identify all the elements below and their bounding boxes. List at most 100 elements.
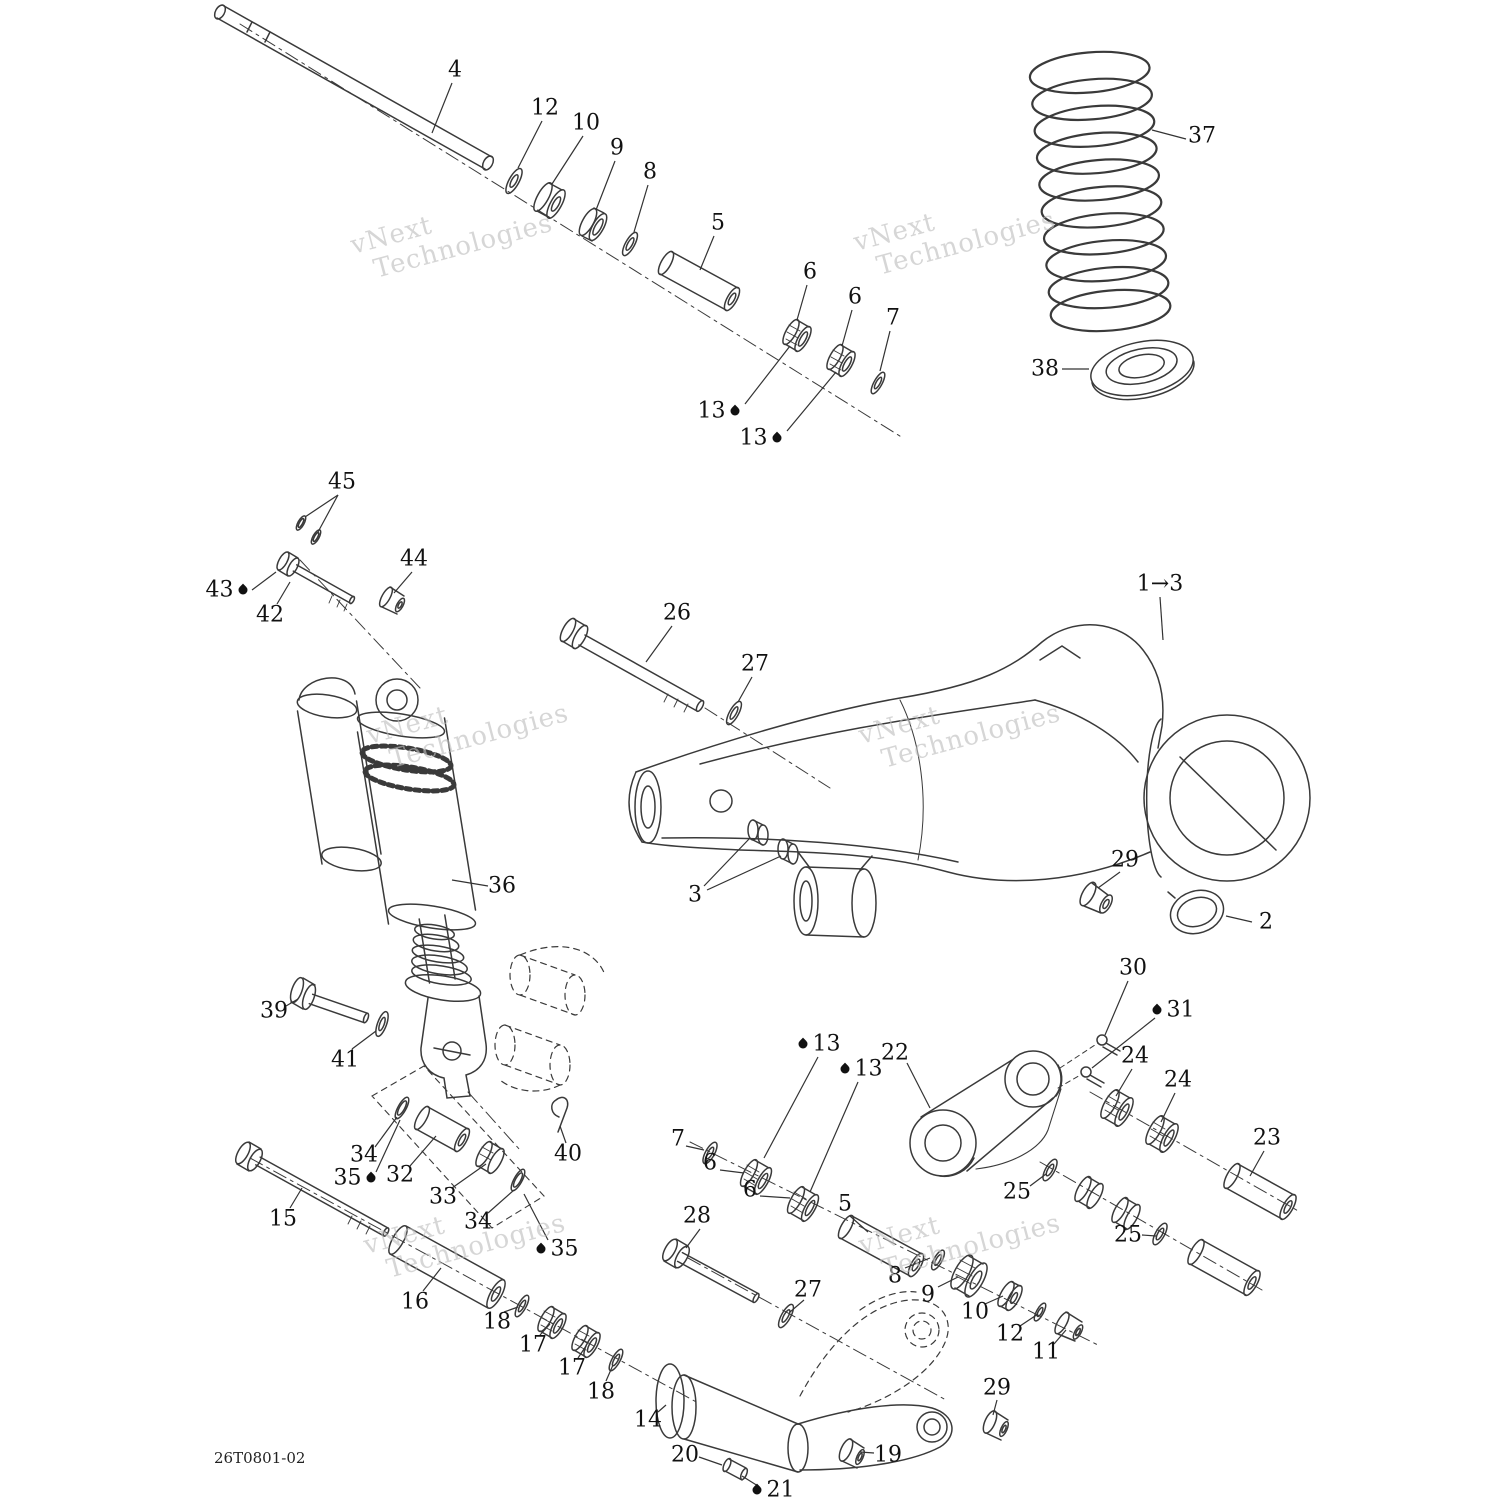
part-3-bushings [747,819,799,865]
leader-line [393,571,413,594]
leader-line [706,855,782,891]
leader-line [487,1189,515,1214]
leader-line [759,1195,791,1199]
part-19-nut [838,1438,866,1469]
leader-line [595,160,616,211]
part-32-35-group [371,1065,545,1229]
part-6-bearing-a [782,318,812,353]
leader-line [375,1119,401,1173]
leader-line [577,1345,587,1359]
leader-line [1225,915,1253,923]
leader-line [633,184,649,233]
leader-line [859,1451,875,1454]
leader-line [317,494,339,533]
part-27-washer-b [777,1303,795,1329]
part-12-washer [505,167,523,195]
part-44-nut [378,586,406,615]
sheet-code: 26T0801-02 [214,1449,306,1467]
leader-line [285,998,299,1007]
leader-line [849,1215,869,1233]
leader-line [1097,871,1121,889]
part-24-bearings [1100,1089,1179,1153]
part-27-washer-a [725,700,743,726]
part-36-shock-absorber [296,677,488,1099]
leader-line [737,676,753,703]
part-45-orings [295,515,322,545]
part-40-pin [551,1096,569,1133]
part-28-bolt [661,1238,760,1304]
leader-line [1091,1017,1156,1069]
part-6-bearing-b [826,343,856,378]
part-4-bolt-shaft [213,4,495,171]
part-39-bolt [289,976,370,1024]
leader-line [741,1475,759,1487]
leader-line [1029,1173,1047,1187]
part-14-link [655,1363,953,1473]
mid-row-parts [702,1141,1084,1342]
leader-line [763,1056,819,1159]
part-29-nut-b [982,1410,1010,1441]
leader-line [559,1125,567,1144]
leader-line [289,1187,303,1209]
part-10-spacer [533,182,566,219]
leader-line [685,1145,705,1151]
construction-lines [239,23,1301,1405]
leader-line [699,235,715,271]
leader-line [657,1404,667,1413]
leader-line [422,1267,442,1292]
leader-line [698,1456,723,1466]
leader-line [992,1399,998,1416]
part-2-cap [1167,889,1225,935]
leader-line [451,1163,487,1189]
leader-line [1104,980,1129,1036]
part-37-spring [1028,50,1172,333]
leader-line [523,1193,549,1241]
leader-line [904,1257,931,1269]
leader-line [605,1364,614,1382]
leader-line [796,284,808,321]
leader-line [984,1295,1004,1305]
leader-line [1151,129,1187,140]
leader-line [809,1081,859,1193]
leader-line [503,1306,519,1313]
leader-line [719,1169,745,1174]
leader-line [1053,1329,1067,1345]
leader-line [251,571,277,591]
leader-line [1019,1313,1039,1327]
part-25-washers [1042,1158,1168,1246]
part-8-seal [621,231,639,257]
leader-line [1115,1068,1133,1097]
leader-line [1249,1150,1265,1177]
leader-line [1141,1234,1157,1237]
leader-line [374,1116,398,1148]
leader-line [431,82,453,134]
leader-line [539,1323,551,1336]
part-30-31-screws [1057,1034,1121,1089]
leader-line [744,345,791,405]
leader-line [409,1135,437,1167]
leader-line [551,135,584,185]
leader-line [906,1062,931,1109]
part-swingarm [628,624,1311,938]
part-23-spacers [1187,1162,1297,1297]
leader-line [645,625,673,663]
part-22-linkage-arm [909,1050,1063,1178]
leader-line [703,837,751,887]
leader-line [786,371,837,432]
ghost-bracket [494,946,606,1092]
part-5-spacer-tube [657,250,741,312]
leader-line [841,309,853,347]
part-9-bushing [578,207,608,242]
part-38-spring-seat [1090,339,1195,401]
part-18-17-row [514,1294,624,1372]
leader-line [1160,1092,1176,1123]
ghost-front-arm [799,1291,949,1413]
part-42-bolt [276,551,356,612]
leader-lines [251,82,1265,1487]
part-26-bolt [559,617,705,713]
part-15-bolt [234,1141,390,1237]
leader-line [276,581,291,605]
leader-line [789,1299,805,1313]
